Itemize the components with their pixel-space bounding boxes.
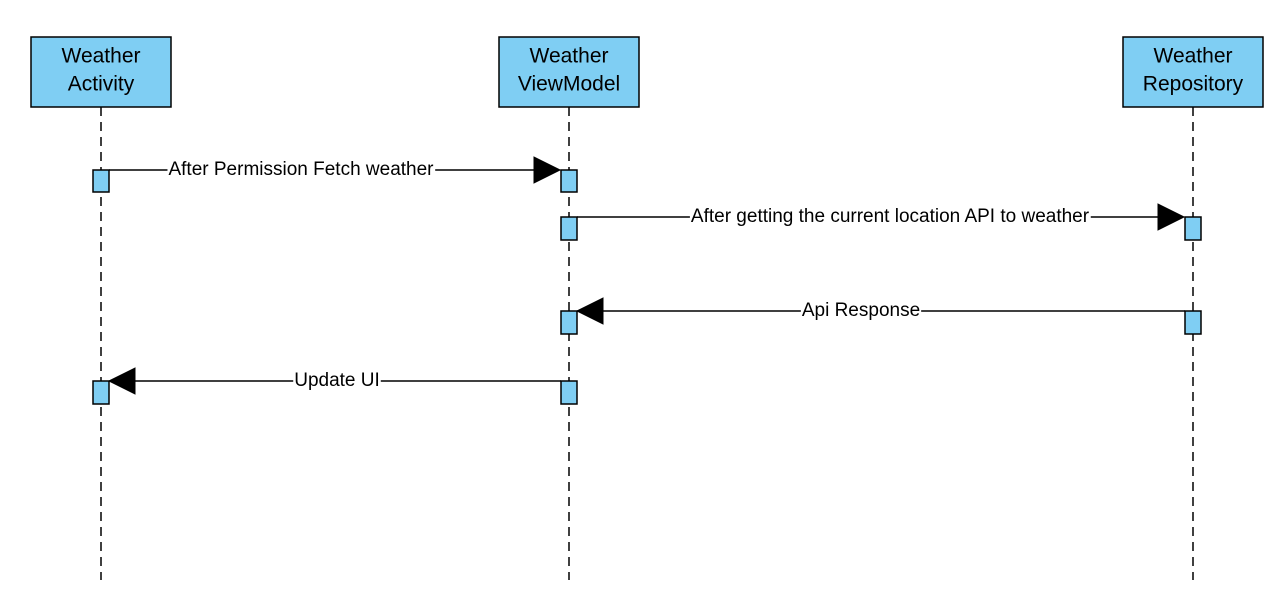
participant-label: Repository bbox=[1143, 73, 1244, 96]
message-label-bg bbox=[167, 158, 436, 182]
participant-label: Activity bbox=[68, 73, 135, 96]
participant-repository[interactable]: Weather Repository bbox=[1122, 36, 1264, 108]
activation-viewmodel-4 bbox=[560, 380, 578, 405]
arrow-head-icon bbox=[1157, 203, 1186, 231]
activation-viewmodel-2 bbox=[560, 216, 578, 241]
participant-box bbox=[30, 36, 172, 108]
participant-box bbox=[1122, 36, 1264, 108]
participant-label: ViewModel bbox=[518, 73, 620, 96]
activation-viewmodel-1 bbox=[560, 169, 578, 193]
arrow-head-icon bbox=[575, 297, 604, 325]
message-api-call[interactable]: After getting the current location API t… bbox=[577, 203, 1186, 231]
message-update-ui[interactable]: Update UI bbox=[107, 367, 561, 395]
participant-label: Weather bbox=[530, 45, 609, 68]
arrow-head-icon bbox=[533, 156, 562, 184]
arrow-head-icon bbox=[107, 367, 136, 395]
activation-repository-2 bbox=[1184, 310, 1202, 335]
message-label: After getting the current location API t… bbox=[691, 206, 1090, 227]
message-fetch-weather[interactable]: After Permission Fetch weather bbox=[109, 156, 562, 184]
activation-activity-2 bbox=[92, 380, 110, 405]
participant-viewmodel[interactable]: Weather ViewModel bbox=[498, 36, 640, 108]
participant-label: Weather bbox=[62, 45, 141, 68]
message-label: Api Response bbox=[802, 300, 920, 321]
message-label-bg bbox=[293, 369, 381, 393]
participant-label: Weather bbox=[1154, 45, 1233, 68]
message-label-bg bbox=[800, 299, 922, 323]
message-label: After Permission Fetch weather bbox=[168, 159, 434, 180]
message-api-response[interactable]: Api Response bbox=[575, 297, 1185, 325]
participant-activity[interactable]: Weather Activity bbox=[30, 36, 172, 108]
activation-activity-1 bbox=[92, 169, 110, 193]
activation-repository-1 bbox=[1184, 216, 1202, 241]
activation-viewmodel-3 bbox=[560, 310, 578, 335]
message-label-bg bbox=[689, 205, 1091, 229]
participant-box bbox=[498, 36, 640, 108]
message-label: Update UI bbox=[294, 370, 380, 391]
